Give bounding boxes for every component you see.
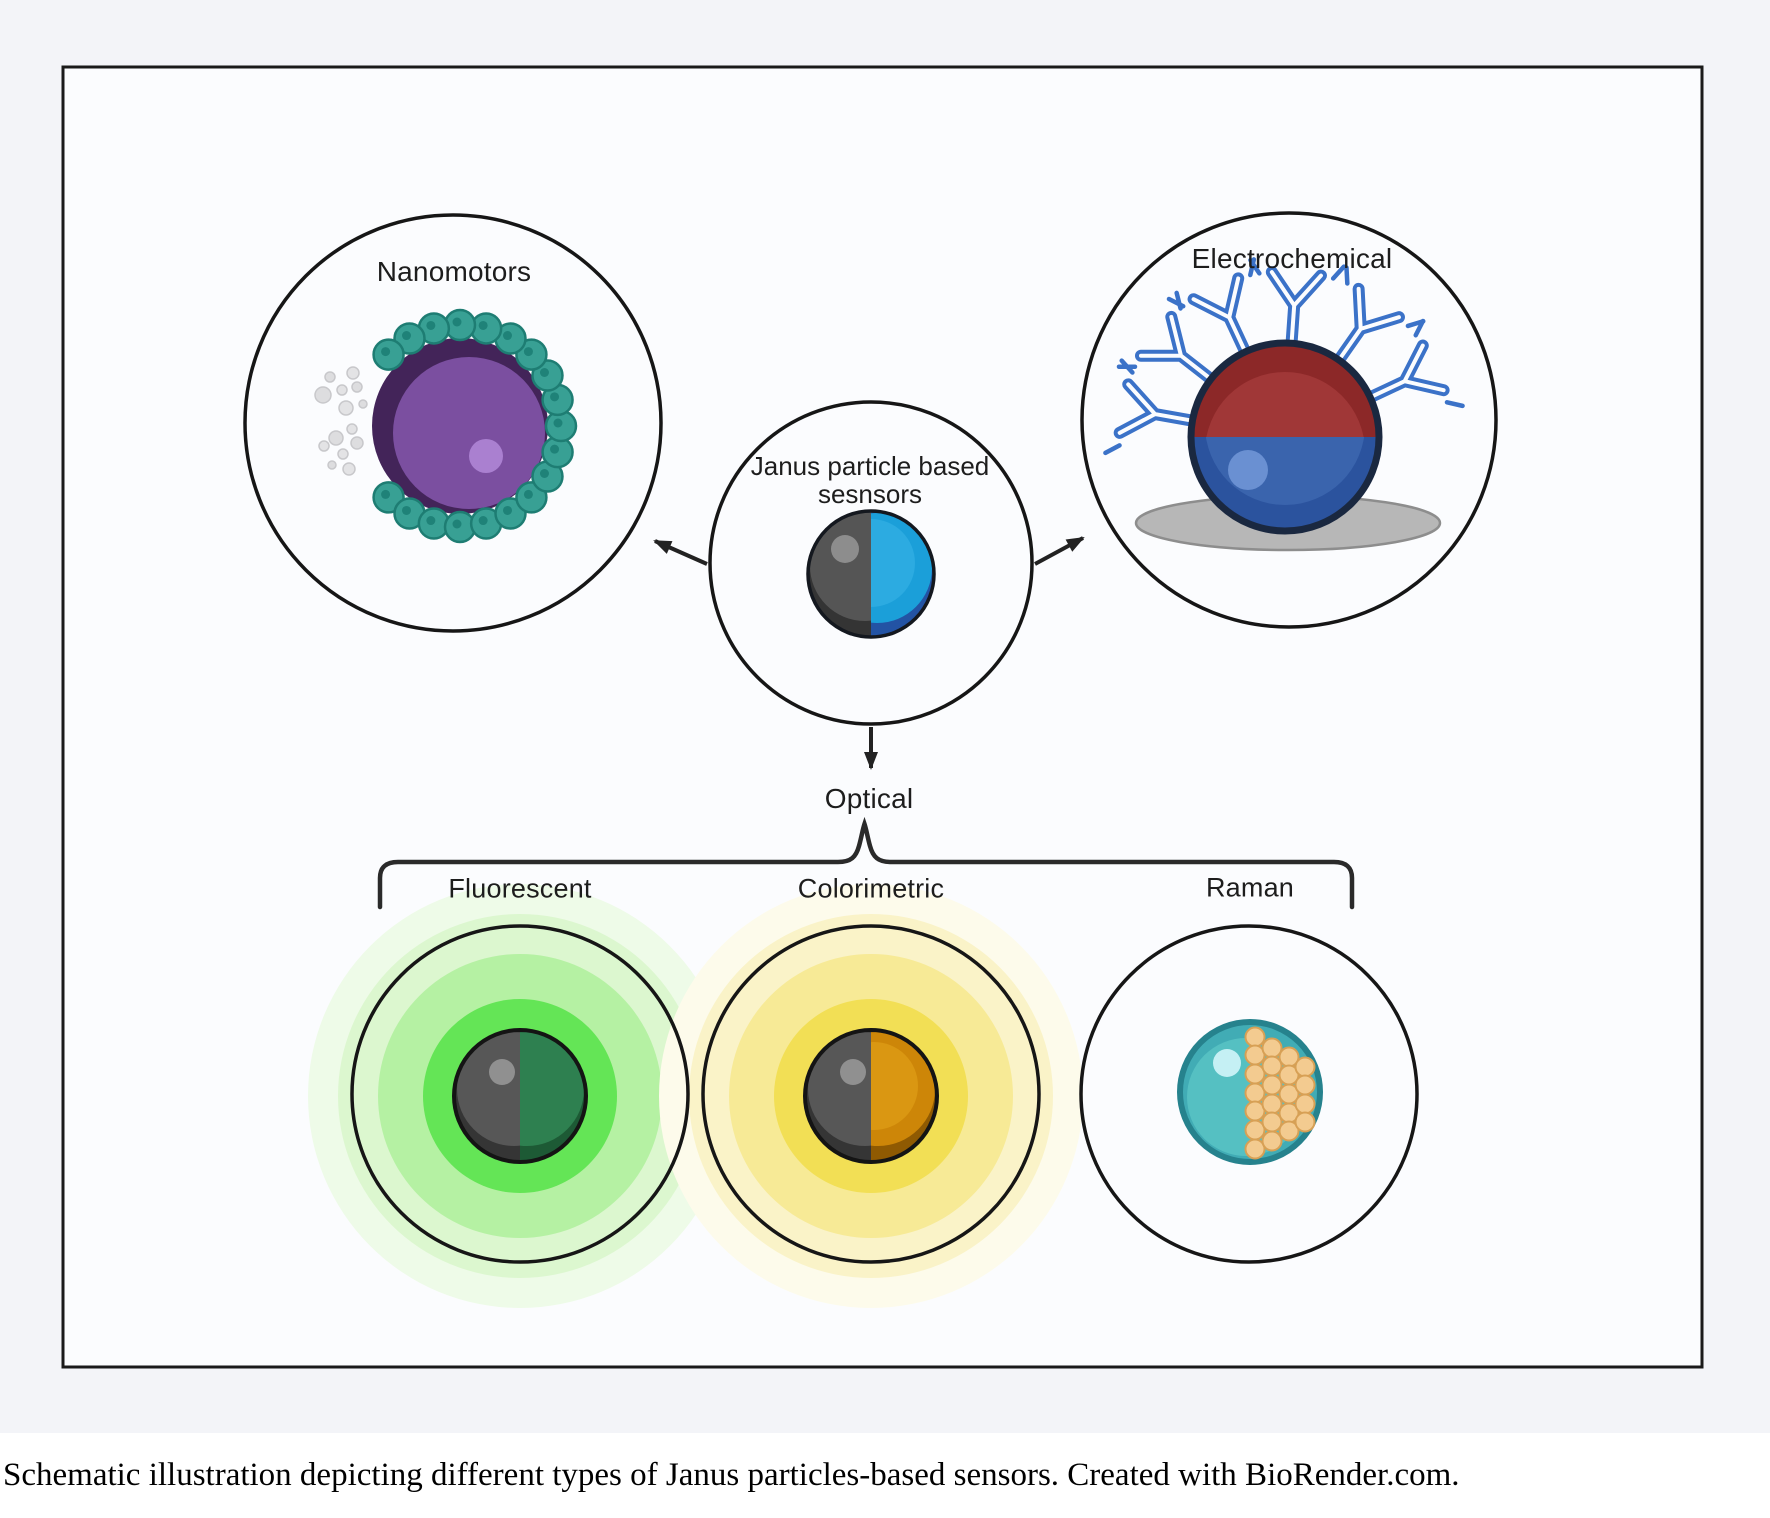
bubble <box>327 460 337 470</box>
nanomotor-sphere <box>372 338 548 514</box>
connector-arrows <box>653 536 1085 770</box>
raman-dot <box>1261 1037 1283 1059</box>
label-nanomotors: Nanomotors <box>376 256 532 287</box>
antibody-inner <box>1191 276 1248 354</box>
fluorescent-circle <box>350 924 690 1264</box>
antibody-tick <box>1166 296 1186 309</box>
bubble <box>318 440 330 452</box>
bead-dot <box>503 505 512 515</box>
raman-dot <box>1294 1093 1316 1115</box>
bubble <box>336 384 348 396</box>
label-colorimetric: Colorimetric <box>797 873 945 904</box>
bubble <box>337 448 349 460</box>
figure-caption: Schematic illustration depicting differe… <box>3 1457 1460 1493</box>
raman-dot <box>1294 1056 1316 1078</box>
raman-sphere <box>1177 1019 1323 1165</box>
bead-dot <box>402 505 411 515</box>
label-optical: Optical <box>824 783 914 814</box>
raman-dot <box>1244 1026 1266 1048</box>
raman-dot <box>1244 1138 1266 1160</box>
bead-dot <box>452 317 462 327</box>
raman-dot <box>1261 1074 1283 1096</box>
antibody-inner <box>1117 382 1195 435</box>
antibody-tick <box>1344 265 1350 286</box>
bead-dot <box>478 320 488 330</box>
bead-dot <box>550 444 560 454</box>
bead-dot <box>503 331 512 341</box>
bead-dot <box>381 347 391 357</box>
bubble <box>342 462 356 476</box>
label-fluorescent: Fluorescent <box>448 873 592 904</box>
bead-dot <box>523 347 533 357</box>
raman-dot <box>1261 1093 1283 1115</box>
bead-dot <box>539 469 549 478</box>
bubble <box>350 436 364 450</box>
antibody-inner <box>1269 270 1323 346</box>
antibody-receptors <box>1103 257 1465 456</box>
raman-dot <box>1261 1055 1283 1077</box>
arrow-to-electrochemical <box>1034 536 1085 566</box>
bead-dot <box>402 331 411 341</box>
antibody-tick <box>1248 257 1262 276</box>
raman-dot <box>1261 1130 1283 1152</box>
electrochemical-circle <box>1080 211 1498 629</box>
colorimetric-circle <box>701 924 1041 1264</box>
bubble <box>314 386 332 404</box>
bubble <box>346 423 358 435</box>
janus-particle-colorimetric <box>803 1028 939 1164</box>
bead-dot <box>553 418 563 428</box>
antibody-inner <box>1368 343 1446 400</box>
bead-dot <box>539 368 549 377</box>
raman-dot <box>1261 1111 1283 1133</box>
hub-circle <box>708 400 1034 726</box>
bubble <box>351 381 363 393</box>
raman-dot <box>1294 1111 1316 1133</box>
antibody-inner <box>1138 314 1213 382</box>
bubble-trail <box>314 366 368 476</box>
label-electrochemical: Electrochemical <box>1191 243 1393 274</box>
antibody-inner <box>1336 286 1401 362</box>
bead-dot <box>523 489 533 499</box>
raman-nanoparticle-dots <box>1244 1026 1316 1160</box>
bubble <box>346 366 360 380</box>
raman-circle <box>1079 924 1419 1264</box>
label-hub: Janus particle based sesnsors <box>751 452 989 508</box>
bead-dot <box>478 516 488 526</box>
bead-dot <box>452 519 462 529</box>
bubble <box>324 371 336 383</box>
label-hub-line2: sesnsors <box>817 479 923 509</box>
arrow-to-nanomotors <box>653 539 708 566</box>
antibody-tick <box>1444 400 1465 409</box>
optical-brace <box>377 816 1355 910</box>
bubble <box>328 430 344 446</box>
antibody-tick <box>1413 318 1426 338</box>
bubble <box>338 400 354 416</box>
label-hub-line1: Janus particle based <box>750 451 990 481</box>
bead-dot <box>426 516 436 526</box>
antibody-tick <box>1330 264 1347 281</box>
node-circle-outlines <box>243 211 1498 1264</box>
antibody-tick <box>1103 443 1122 456</box>
raman-dot <box>1278 1120 1300 1142</box>
raman-dot <box>1294 1074 1316 1096</box>
bead-dot <box>426 320 436 330</box>
janus-particle-hub <box>806 509 936 639</box>
bubble <box>358 399 368 409</box>
bead-dot <box>381 489 391 499</box>
bead-dot <box>550 392 560 402</box>
nanomotors-circle <box>243 213 663 633</box>
nanomotor-bead-ring <box>372 308 578 544</box>
label-raman: Raman <box>1205 872 1295 903</box>
